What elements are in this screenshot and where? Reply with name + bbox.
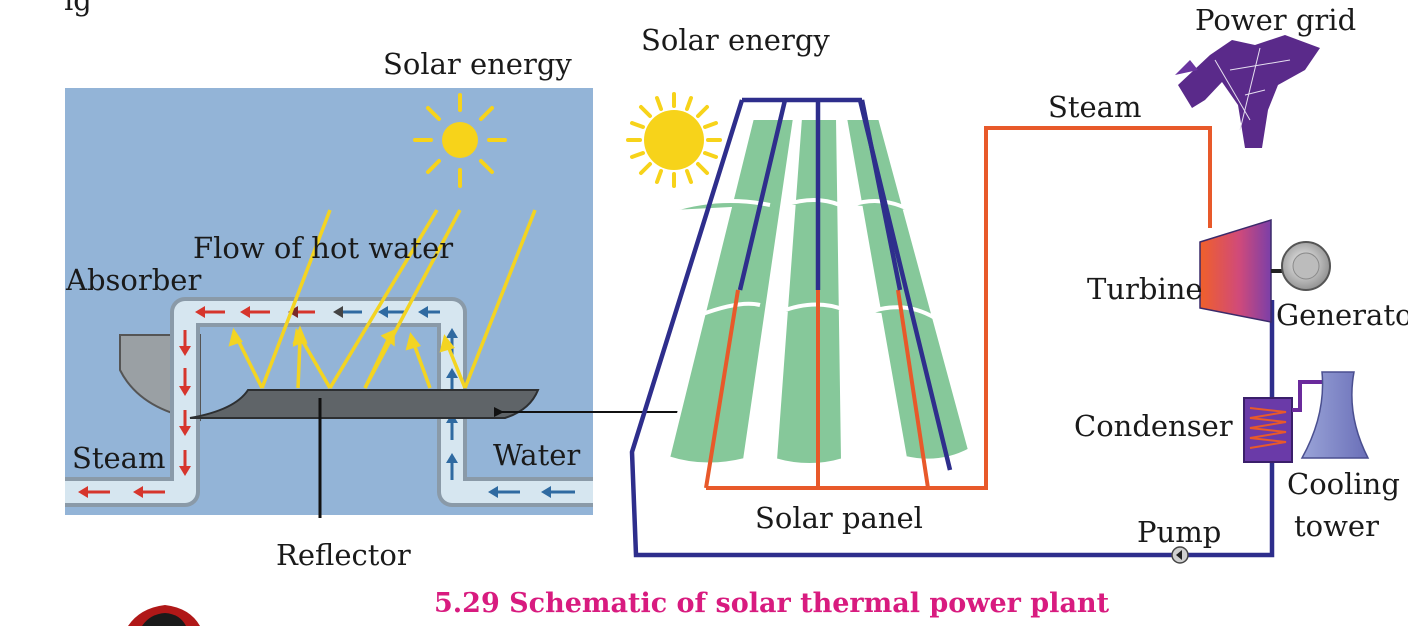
label-steam-left: Steam	[72, 441, 165, 475]
cold-water-arrows	[333, 306, 575, 498]
hot-water-arrows	[78, 306, 315, 498]
decorative-badge-icon	[128, 605, 200, 626]
cooling-tower-icon	[1300, 371, 1370, 459]
label-tower: tower	[1294, 509, 1379, 543]
blue-cold-loop	[629, 97, 1275, 558]
sun-icon	[626, 92, 722, 188]
label-condenser: Condenser	[1074, 409, 1233, 443]
label-solar-energy-right: Solar energy	[641, 23, 830, 57]
power-grid-tower-icon	[1175, 35, 1320, 148]
label-solar-energy-left: Solar energy	[383, 47, 572, 81]
trough-collector-diagram	[65, 88, 593, 518]
label-steam-right: Steam	[1048, 90, 1141, 124]
condenser-to-tower-pipe	[1292, 380, 1322, 412]
label-cooling: Cooling	[1287, 467, 1400, 501]
generator-icon	[1281, 241, 1331, 291]
label-flow-of-hot-water: Flow of hot water	[193, 231, 453, 265]
label-solar-panel: Solar panel	[755, 501, 923, 535]
label-water: Water	[493, 438, 580, 472]
orange-hot-loop	[704, 126, 1212, 490]
reflector-trough	[189, 389, 540, 419]
label-power-grid: Power grid	[1195, 3, 1356, 37]
power-plant-diagram	[626, 35, 1370, 564]
pump-icon	[1171, 546, 1189, 564]
label-pump: Pump	[1137, 515, 1221, 549]
sun-icon	[413, 93, 507, 188]
label-turbine: Turbine	[1087, 272, 1203, 306]
label-reflector: Reflector	[276, 538, 411, 572]
condenser-icon	[1243, 397, 1293, 463]
reflected-rays	[228, 325, 467, 389]
label-absorber: Absorber	[65, 263, 201, 297]
label-generator: Generator	[1276, 298, 1408, 332]
turbine-icon	[1199, 218, 1272, 323]
incoming-sun-rays	[260, 209, 537, 389]
figure-caption: 5.29 Schematic of solar thermal power pl…	[434, 588, 1110, 619]
top-text-fragment: ig	[64, 0, 92, 17]
